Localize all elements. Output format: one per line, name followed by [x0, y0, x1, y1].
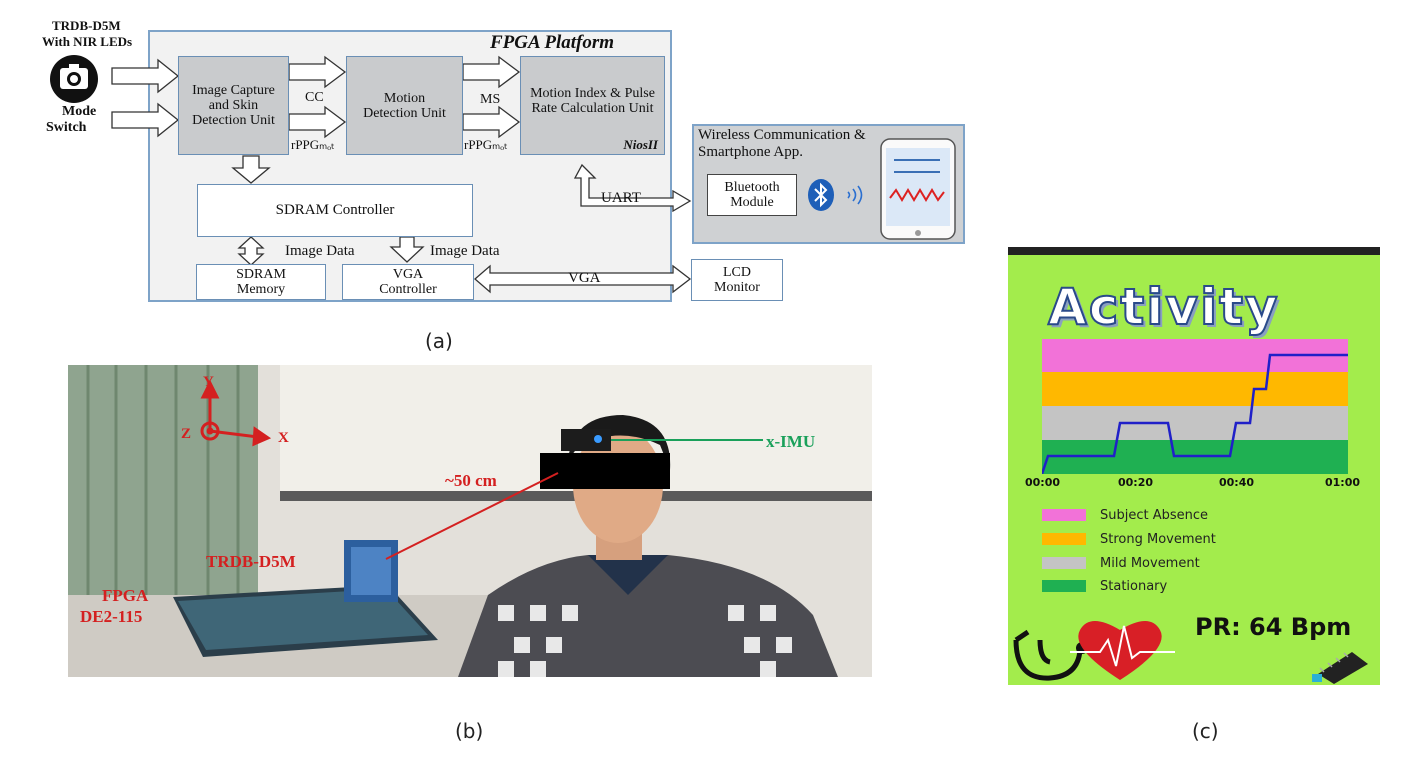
- legend-label: Stationary: [1100, 578, 1168, 594]
- camera-photo-label: TRDB-D5M: [206, 552, 296, 571]
- band-mild-movement: [1042, 406, 1348, 440]
- axis-z-label: Z: [181, 426, 192, 442]
- lcd-monitor: LCD Monitor: [691, 259, 783, 301]
- image-data-label-1: Image Data: [285, 243, 355, 259]
- x-tick-1: 00:20: [1118, 476, 1154, 489]
- camera-label-line1: TRDB-D5M: [52, 18, 121, 33]
- image-data-label-2: Image Data: [430, 243, 500, 259]
- legend-swatch: [1042, 557, 1086, 569]
- bluetooth-icon: [808, 179, 834, 211]
- stethoscope-heart-icon: [1013, 621, 1175, 681]
- cc-label: CC: [305, 90, 324, 105]
- smartphone-icon: [880, 138, 956, 240]
- mode-switch-line1: Mode: [62, 104, 97, 119]
- uart-label: UART: [601, 190, 641, 206]
- legend-item-mild-movement: Mild Movement: [1042, 555, 1200, 571]
- chip-icon: [1312, 652, 1368, 684]
- caption-c: (c): [1192, 719, 1219, 743]
- axis-x-label: X: [278, 430, 289, 446]
- caption-a: (a): [425, 329, 453, 353]
- x-tick-0: 00:00: [1025, 476, 1061, 489]
- status-bar: [1008, 247, 1380, 255]
- diagram-arrows: [111, 55, 692, 294]
- vga-controller: VGA Controller: [342, 264, 474, 300]
- caption-b: (b): [455, 719, 484, 743]
- legend-label: Strong Movement: [1100, 531, 1216, 547]
- x-tick-2: 00:40: [1219, 476, 1255, 489]
- legend-item-strong-movement: Strong Movement: [1042, 531, 1216, 547]
- fpga-photo-label-line1: FPGA: [102, 586, 149, 605]
- legend-swatch: [1042, 580, 1086, 592]
- wireless-title-line1: Wireless Communication &: [698, 127, 866, 143]
- mode-switch-line2: Switch: [46, 120, 87, 135]
- axis-y-label: Y: [203, 374, 214, 390]
- activity-line: [1042, 353, 1348, 474]
- legend-swatch: [1042, 533, 1086, 545]
- fpga-photo-label-line2: DE2-115: [80, 607, 143, 626]
- bluetooth-module: Bluetooth Module: [707, 174, 797, 216]
- legend-swatch: [1042, 509, 1086, 521]
- legend-label: Subject Absence: [1100, 507, 1209, 523]
- rppg-label-2: rPPGₘₒₜ: [464, 137, 508, 152]
- legend-item-stationary: Stationary: [1042, 578, 1168, 594]
- camera-icon: [50, 55, 98, 103]
- motion-detection-unit: Motion Detection Unit: [346, 56, 463, 155]
- fpga-platform-title: FPGA Platform: [490, 32, 615, 53]
- camera-label-line2: With NIR LEDs: [42, 34, 133, 49]
- sdram-memory: SDRAM Memory: [196, 264, 326, 300]
- legend-item-subject-absence: Subject Absence: [1042, 507, 1209, 523]
- ms-label: MS: [480, 92, 501, 107]
- motion-index-pulse-rate-unit: Motion Index & Pulse Rate Calculation Un…: [520, 56, 665, 155]
- experiment-photo: [68, 365, 872, 677]
- imu-label: x-IMU: [766, 432, 816, 451]
- pulse-rate-readout: PR: 64 Bpm: [1195, 613, 1352, 641]
- distance-label: ~50 cm: [445, 471, 497, 490]
- wireless-title-line2: Smartphone App.: [698, 144, 803, 160]
- motion-index-unit-label: Motion Index & Pulse Rate Calculation Un…: [530, 85, 655, 116]
- signal-waves-icon: [847, 185, 863, 205]
- app-title: Activity: [1047, 277, 1280, 337]
- band-strong-movement: [1042, 372, 1348, 406]
- rppg-label-1: rPPGₘₒₜ: [291, 137, 335, 152]
- sdram-controller: SDRAM Controller: [197, 184, 473, 237]
- vga-label: VGA: [568, 270, 601, 286]
- image-capture-skin-detection-unit: Image Capture and Skin Detection Unit: [178, 56, 289, 155]
- x-tick-3: 01:00: [1325, 476, 1361, 489]
- nios-label: NiosII: [623, 137, 658, 152]
- legend-label: Mild Movement: [1100, 555, 1200, 571]
